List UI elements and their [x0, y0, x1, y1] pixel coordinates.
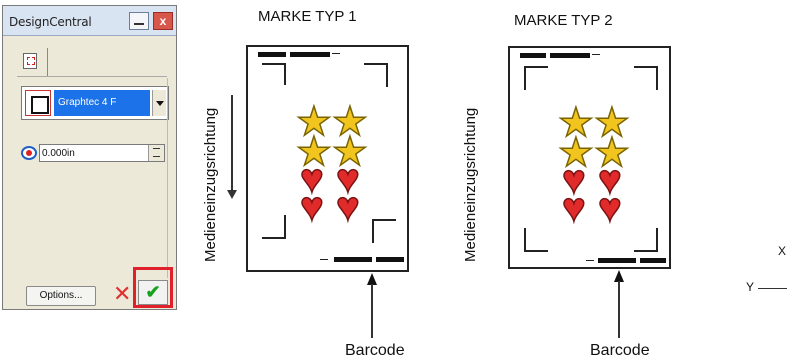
- barcode-bar: [640, 258, 666, 263]
- reg-mark-bottom-right: [634, 228, 658, 252]
- barcode-arrow-1: [371, 284, 373, 338]
- heart-icon: ♥: [299, 185, 324, 229]
- barcode-arrowhead-2: [614, 270, 624, 282]
- barcode-tick: [332, 53, 340, 54]
- star-icon: ★: [557, 131, 594, 175]
- feed-direction-arrowhead-1: [227, 190, 237, 199]
- close-button[interactable]: x: [153, 12, 173, 30]
- star-icon: ★: [593, 131, 630, 175]
- barcode-arrowhead-1: [367, 273, 377, 285]
- barcode-bar: [376, 257, 404, 262]
- offset-icon: [21, 146, 37, 160]
- apply-highlight-frame: [133, 267, 173, 308]
- options-button[interactable]: Options...: [26, 286, 96, 306]
- heart-icon: ♥: [335, 157, 360, 201]
- panel-scrollbar[interactable]: [167, 78, 175, 278]
- offset-input[interactable]: [40, 145, 148, 161]
- device-icon: [25, 90, 51, 116]
- barcode-bar: [258, 52, 286, 57]
- reg-mark-top-left-v: [284, 63, 286, 85]
- chevron-down-icon[interactable]: [152, 90, 166, 116]
- barcode-tick: [320, 259, 328, 260]
- feed-direction-label-1: Medieneinzugsrichtung: [202, 107, 219, 262]
- heart-icon: ♥: [597, 186, 622, 230]
- reg-mark-bottom-right: [372, 219, 396, 243]
- barcode-tick: [592, 54, 600, 55]
- reg-mark-top-right: [634, 66, 658, 90]
- barcode-label-2: Barcode: [590, 342, 650, 359]
- axis-y-label: Y: [746, 280, 755, 294]
- reg-mark-top-left: [524, 66, 548, 90]
- page-tab-icon[interactable]: [23, 53, 37, 69]
- reg-mark-top-left-h: [262, 63, 286, 65]
- spinner-icon[interactable]: [148, 145, 164, 161]
- reg-mark-bottom-left: [524, 228, 548, 252]
- mark-type-1-title: MARKE TYP 1: [258, 8, 357, 25]
- feed-direction-arrow-1: [231, 95, 233, 191]
- star-icon: ★: [557, 101, 594, 145]
- axis-x-label: X: [778, 244, 787, 258]
- barcode-bar: [290, 52, 330, 57]
- mark-sheet-1: ★ ★ ★ ★ ♥ ♥ ♥ ♥: [246, 45, 409, 272]
- offset-field[interactable]: [39, 144, 165, 162]
- heart-icon: ♥: [561, 158, 586, 202]
- feed-direction-label-2: Medieneinzugsrichtung: [462, 107, 479, 262]
- star-icon: ★: [331, 130, 368, 174]
- axis-y-line: [758, 288, 787, 289]
- barcode-bar: [598, 258, 636, 263]
- barcode-label-1: Barcode: [345, 342, 405, 359]
- heart-icon: ♥: [335, 185, 360, 229]
- barcode-tick: [586, 260, 594, 261]
- heart-icon: ♥: [561, 186, 586, 230]
- cancel-button[interactable]: ✕: [113, 281, 132, 306]
- star-icon: ★: [593, 101, 630, 145]
- design-central-panel: DesignCentral x Graphtec 4 F Options... …: [2, 5, 177, 310]
- barcode-bar: [550, 53, 590, 58]
- tab-divider: [47, 48, 48, 76]
- barcode-bar: [334, 257, 372, 262]
- heart-icon: ♥: [597, 158, 622, 202]
- reg-mark-bottom-left: [262, 215, 286, 239]
- title-bar[interactable]: DesignCentral x: [3, 6, 176, 36]
- device-select-value[interactable]: Graphtec 4 F: [54, 90, 150, 116]
- barcode-arrow-2: [618, 281, 620, 338]
- barcode-bar: [520, 53, 546, 58]
- device-select[interactable]: Graphtec 4 F: [21, 86, 169, 120]
- apply-button[interactable]: ✔: [138, 280, 168, 305]
- heart-icon: ♥: [299, 157, 324, 201]
- star-icon: ★: [295, 100, 332, 144]
- minimize-button[interactable]: [129, 12, 149, 30]
- tab-baseline: [17, 76, 167, 77]
- reg-mark-top-right: [364, 63, 388, 87]
- mark-sheet-2: ★ ★ ★ ★ ♥ ♥ ♥ ♥: [508, 46, 671, 269]
- panel-title: DesignCentral: [9, 15, 92, 29]
- mark-type-2-title: MARKE TYP 2: [514, 12, 613, 29]
- star-icon: ★: [295, 130, 332, 174]
- star-icon: ★: [331, 100, 368, 144]
